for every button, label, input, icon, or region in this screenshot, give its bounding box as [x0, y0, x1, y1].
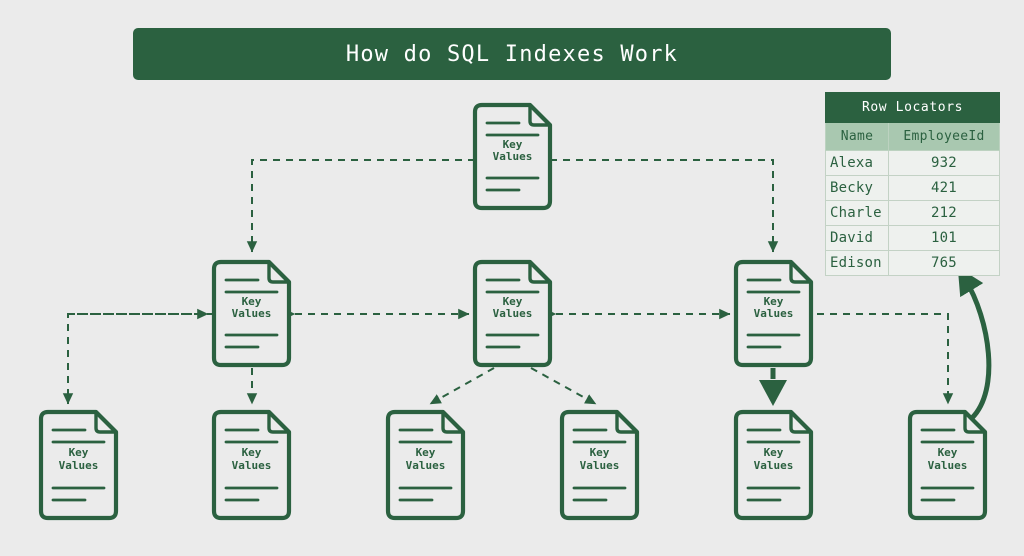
cell-name: Alexa [825, 150, 889, 176]
edge-mid-left-to-leaf-1 [62, 313, 214, 405]
table-row: David 101 [825, 225, 1000, 251]
cell-employeeid: 765 [888, 250, 1000, 276]
table-row: Charle 212 [825, 200, 1000, 226]
table-title-row: Row Locators [825, 92, 1000, 123]
document-node [472, 259, 553, 368]
document-node [472, 102, 553, 211]
document-node [211, 409, 292, 521]
table-title: Row Locators [825, 92, 1000, 123]
edge-root-to-mid-right [550, 159, 779, 253]
cell-name: Edison [825, 250, 889, 276]
document-node [385, 409, 466, 521]
table-header-row: Name EmployeeId [825, 122, 1000, 151]
page-title: How do SQL Indexes Work [345, 41, 679, 67]
cell-employeeid: 932 [888, 150, 1000, 176]
edge-mid-center-to-leaf-3 [429, 367, 495, 405]
document-node [907, 409, 988, 521]
document-node [211, 259, 292, 368]
edge-mid-center-to-leaf-4 [530, 367, 597, 405]
document-node [559, 409, 640, 521]
column-header-employeeid: EmployeeId [888, 122, 1000, 151]
edge-root-to-mid-left [246, 159, 475, 253]
column-header-name: Name [825, 122, 889, 151]
document-node [38, 409, 119, 521]
node-layer [38, 102, 988, 521]
cell-employeeid: 212 [888, 200, 1000, 226]
cell-name: Becky [825, 175, 889, 201]
cell-name: David [825, 225, 889, 251]
row-locators-table: Row Locators Name EmployeeId Alexa 932 B… [825, 92, 1000, 276]
edge-leaf-6-to-table-curved [957, 267, 992, 421]
document-node [733, 409, 814, 521]
edge-mid-right-to-leaf-6 [817, 313, 954, 405]
document-node [733, 259, 814, 368]
edge-layer [62, 159, 954, 406]
cell-name: Charle [825, 200, 889, 226]
table-row: Alexa 932 [825, 150, 1000, 176]
table-row: Edison 765 [825, 250, 1000, 276]
cell-employeeid: 421 [888, 175, 1000, 201]
title-banner: How do SQL Indexes Work [133, 28, 891, 80]
table-row: Becky 421 [825, 175, 1000, 201]
cell-employeeid: 101 [888, 225, 1000, 251]
